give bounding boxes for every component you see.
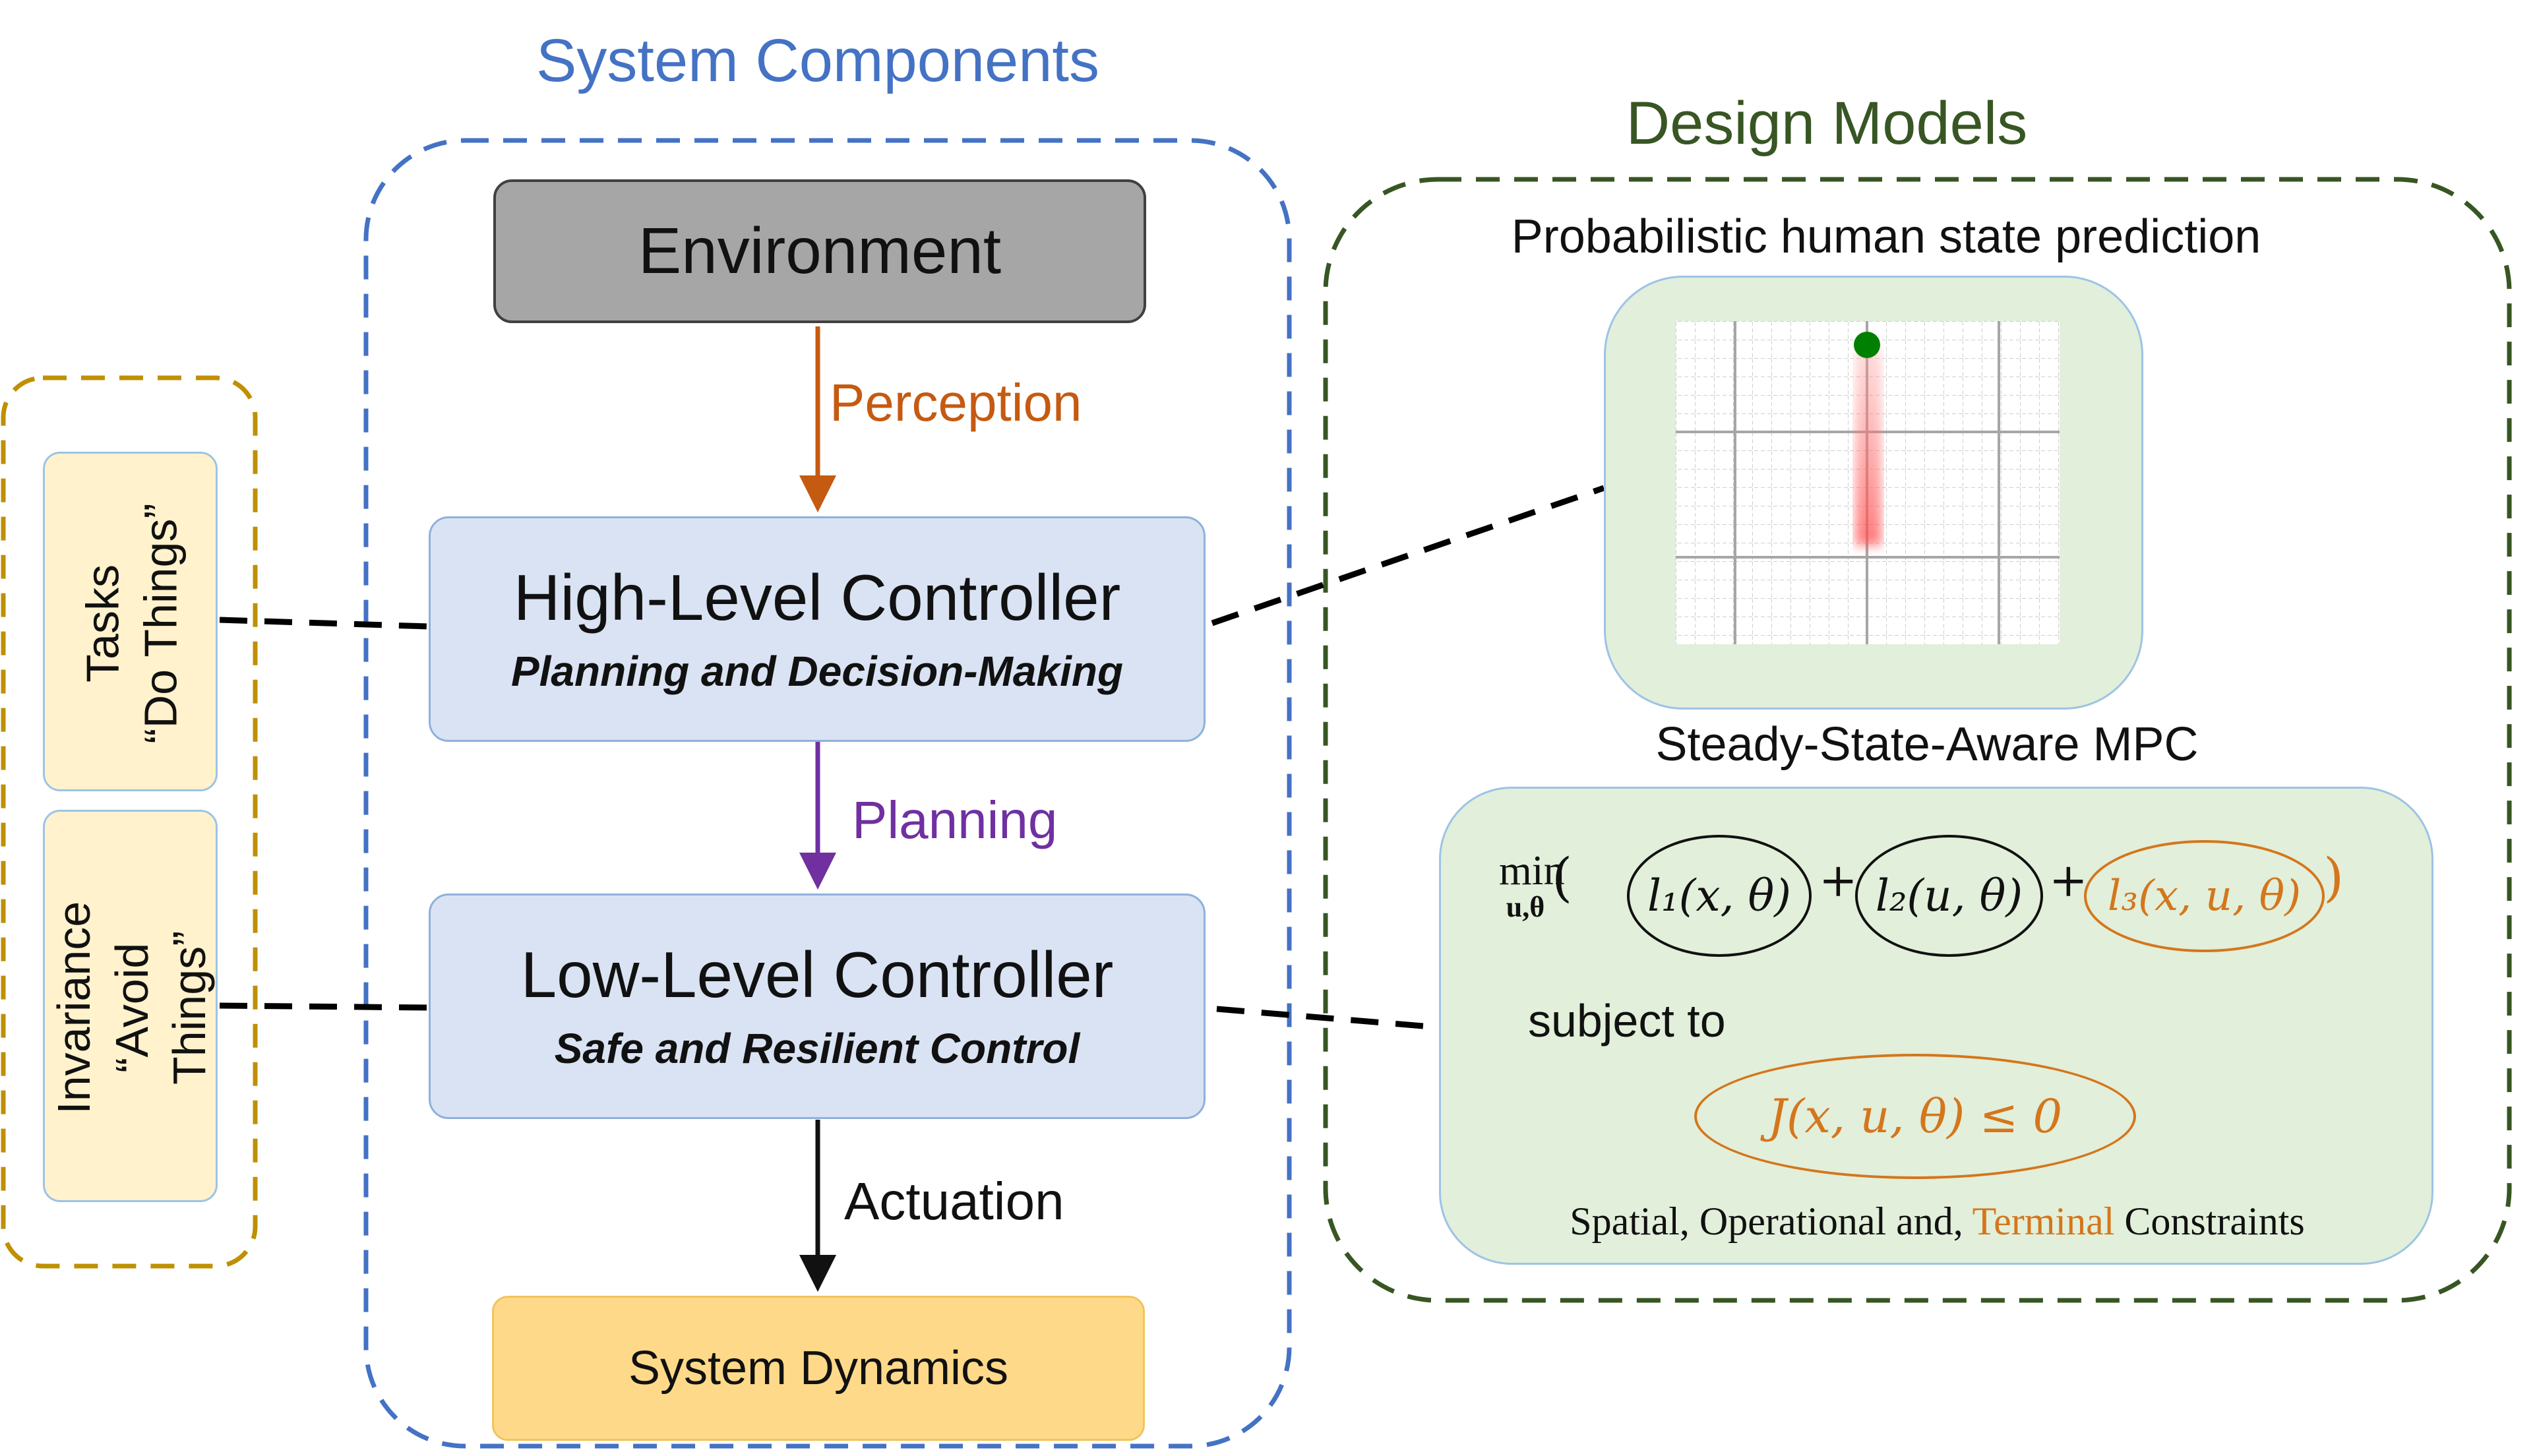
cost-term-2-text: l₂(u, θ) (1875, 870, 2023, 921)
perception-label: Perception (830, 373, 1082, 432)
connector-tasks-high (219, 617, 429, 630)
invariance-line3: Things” (164, 930, 216, 1085)
system-components-group (363, 138, 1292, 1449)
design-models-group (1323, 177, 2512, 1303)
low-level-title: Low-Level Controller (520, 938, 1114, 1012)
cost-term-3: l₃(x, u, θ) (2084, 840, 2325, 952)
high-level-controller: High-Level Controller Planning and Decis… (429, 516, 1206, 742)
invariance-box: Invariance “Avoid Things” (43, 810, 218, 1202)
cost-term-2: l₂(u, θ) (1855, 835, 2043, 957)
cost-term-3-text: l₃(x, u, θ) (2107, 872, 2302, 921)
high-level-subtitle: Planning and Decision-Making (510, 647, 1124, 695)
constraint-term: J(x, u, θ) ≤ 0 (1694, 1054, 2136, 1179)
system-dynamics-block: System Dynamics (492, 1296, 1145, 1441)
planning-label: Planning (852, 791, 1058, 849)
constraints-terminal: Terminal (1972, 1199, 2115, 1243)
actuation-label: Actuation (844, 1172, 1064, 1230)
tasks-text: Tasks “Do Things” (75, 503, 190, 743)
cost-term-1: l₁(x, θ) (1627, 835, 1812, 957)
min-operator: min u,θ (1499, 847, 1565, 923)
design-models-title: Design Models (1626, 90, 2028, 157)
prediction-uncertainty-trail (1855, 348, 1881, 545)
constraints-suffix: Constraints (2124, 1199, 2305, 1243)
subject-to-label: subject to (1528, 995, 1726, 1046)
tasks-line1: Tasks (76, 564, 129, 682)
tasks-line2: “Do Things” (135, 503, 187, 744)
tasks-box: Tasks “Do Things” (43, 452, 218, 791)
system-dynamics-label: System Dynamics (628, 1342, 1009, 1395)
low-level-controller: Low-Level Controller Safe and Resilient … (429, 894, 1206, 1119)
constraints-prefix: Spatial, Operational and, (1570, 1199, 1963, 1243)
constraints-caption: Spatial, Operational and, Terminal Const… (1441, 1199, 2433, 1244)
connector-low-mpc (1216, 1006, 1440, 1031)
prediction-label: Probabilistic human state prediction (1511, 210, 2261, 263)
min-subscript: u,θ (1506, 891, 1545, 923)
plus-2: + (2049, 853, 2088, 907)
constraint-text: J(x, u, θ) ≤ 0 (1767, 1089, 2063, 1143)
tasks-group (1, 375, 258, 1269)
invariance-text: Invariance “Avoid Things” (46, 901, 219, 1114)
connector-high-prediction (1211, 485, 1605, 626)
invariance-line1: Invariance (48, 901, 100, 1114)
open-paren: ( (1552, 847, 1573, 908)
high-level-title: High-Level Controller (513, 561, 1121, 634)
environment-label: Environment (638, 214, 1002, 288)
mpc-panel: min u,θ ( l₁(x, θ) + l₂(u, θ) + l₃(x, u,… (1439, 787, 2433, 1265)
min-label: min (1499, 847, 1565, 894)
environment-block: Environment (493, 179, 1146, 323)
low-level-subtitle: Safe and Resilient Control (554, 1024, 1080, 1072)
plus-1: + (1819, 853, 1858, 907)
prediction-grid-plot (1676, 321, 2060, 644)
cost-term-1-text: l₁(x, θ) (1647, 870, 1791, 921)
close-paren: ) (2323, 847, 2344, 908)
system-components-title: System Components (536, 27, 1099, 94)
prediction-panel (1604, 276, 2143, 710)
connector-invariance-low (219, 1002, 429, 1011)
mpc-label: Steady-State-Aware MPC (1655, 718, 2199, 771)
human-position-marker (1854, 332, 1880, 358)
invariance-line2: “Avoid (106, 942, 158, 1074)
